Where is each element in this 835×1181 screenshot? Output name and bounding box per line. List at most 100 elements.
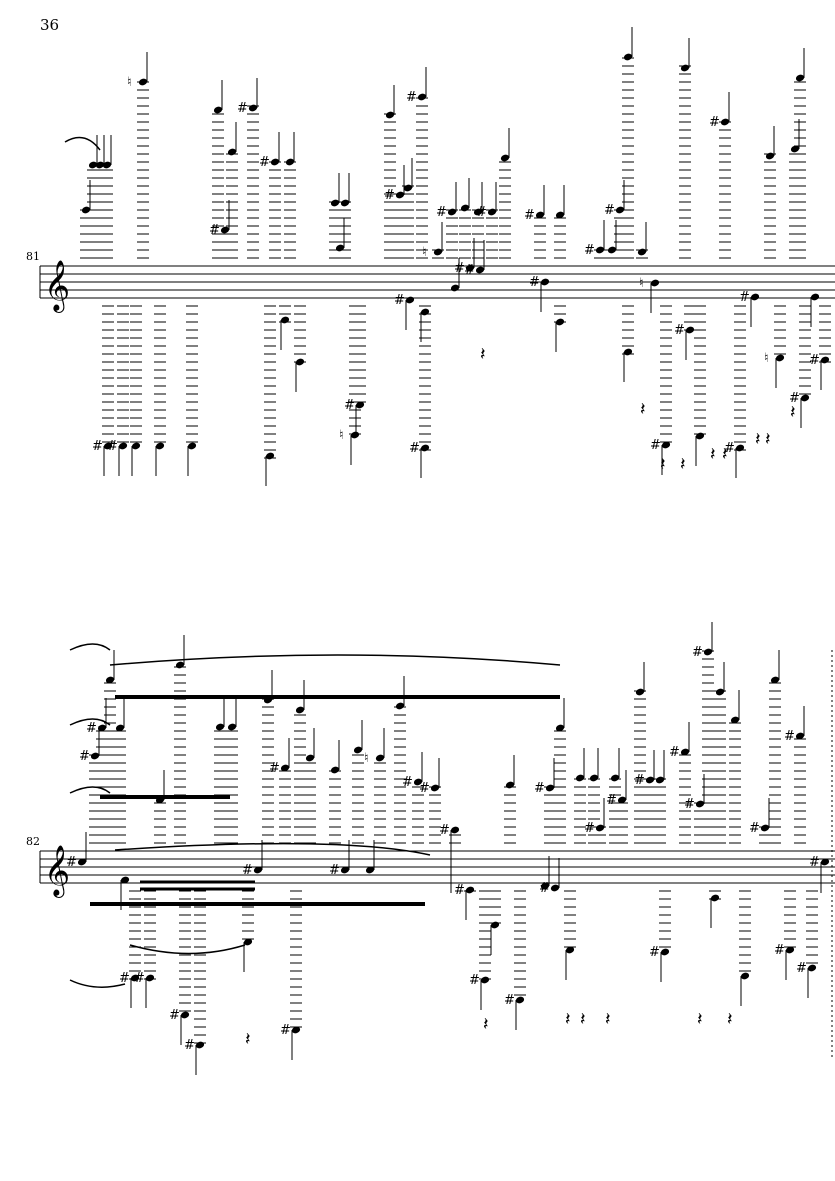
- notehead: [535, 211, 545, 219]
- notehead: [465, 886, 475, 894]
- notehead: [417, 93, 427, 101]
- accidental: #: [454, 883, 465, 898]
- accidental: #: [809, 855, 820, 870]
- notehead: [500, 154, 510, 162]
- notehead: [650, 279, 660, 287]
- notehead: [545, 784, 555, 792]
- accidental: #: [796, 961, 807, 976]
- notehead: [595, 824, 605, 832]
- slur: [69, 979, 126, 988]
- notehead: [97, 724, 107, 732]
- accidental: #: [524, 208, 535, 223]
- notehead: [405, 296, 415, 304]
- accidental: #: [209, 223, 220, 238]
- accidental: #: [454, 261, 465, 276]
- notehead: [703, 648, 713, 656]
- rest: 𝄽: [765, 429, 771, 450]
- notehead: [291, 1026, 301, 1034]
- notehead: [490, 921, 500, 929]
- notehead: [715, 688, 725, 696]
- accidental: #: [692, 645, 703, 660]
- notehead: [353, 746, 363, 754]
- accidental: #: [739, 290, 750, 305]
- notehead: [820, 356, 830, 364]
- notehead: [430, 784, 440, 792]
- notehead: [227, 148, 237, 156]
- notehead: [635, 688, 645, 696]
- accidental: #: [409, 441, 420, 456]
- accidental: #: [269, 761, 280, 776]
- notehead: [820, 858, 830, 866]
- notehead: [661, 441, 671, 449]
- rest: 𝄽: [580, 1009, 586, 1030]
- staff-system-82: [39, 850, 835, 884]
- notehead: [248, 104, 258, 112]
- accidental: #: [344, 398, 355, 413]
- notehead: [810, 293, 820, 301]
- notehead: [555, 724, 565, 732]
- notehead: [450, 826, 460, 834]
- notehead: [295, 358, 305, 366]
- notehead: [790, 145, 800, 153]
- notehead: [280, 316, 290, 324]
- notehead: [750, 293, 760, 301]
- slur: [129, 944, 246, 955]
- accidental: #: [402, 775, 413, 790]
- notehead: [131, 442, 141, 450]
- notehead: [77, 858, 87, 866]
- notehead: [375, 754, 385, 762]
- notehead: [115, 724, 125, 732]
- notehead: [473, 208, 483, 216]
- notehead: [505, 781, 515, 789]
- rest: 𝄽: [565, 1009, 571, 1030]
- accidental: #: [809, 353, 820, 368]
- notehead: [555, 318, 565, 326]
- notehead: [215, 723, 225, 731]
- notehead: [730, 716, 740, 724]
- notehead: [90, 752, 100, 760]
- accidental: #: [242, 863, 253, 878]
- notehead: [187, 442, 197, 450]
- notehead: [102, 161, 112, 169]
- notehead: [623, 348, 633, 356]
- measure-number-81: 81: [26, 250, 40, 263]
- rest: 𝄽: [697, 1009, 703, 1030]
- notehead: [213, 106, 223, 114]
- rest: 𝄽: [660, 454, 666, 475]
- notehead: [617, 796, 627, 804]
- accidental: #: [92, 439, 103, 454]
- accidental: #: [709, 115, 720, 130]
- notehead: [145, 974, 155, 982]
- accidental: #: [606, 793, 617, 808]
- notehead: [655, 776, 665, 784]
- notehead: [637, 248, 647, 256]
- notehead: [623, 53, 633, 61]
- notehead: [340, 866, 350, 874]
- notehead: [180, 1011, 190, 1019]
- measure-number-82: 82: [26, 835, 40, 848]
- notes-system-82: ###########♮####################𝄽𝄽𝄽𝄽𝄽𝄽𝄽: [66, 622, 830, 1075]
- notehead: [595, 246, 605, 254]
- notehead: [130, 974, 140, 982]
- accidental: #: [469, 973, 480, 988]
- accidental: #: [259, 155, 270, 170]
- accidental: #: [784, 729, 795, 744]
- notehead: [175, 661, 185, 669]
- slur: [69, 718, 111, 726]
- notehead: [680, 748, 690, 756]
- notehead: [350, 431, 360, 439]
- accidental: #: [169, 1008, 180, 1023]
- accidental: #: [649, 945, 660, 960]
- notehead: [295, 706, 305, 714]
- accidental: #: [107, 439, 118, 454]
- accidental: #: [436, 205, 447, 220]
- notes-system-81: ##♮###♮####♮#########♮#####♮##𝄽𝄽𝄽𝄽𝄽𝄽𝄽𝄽𝄽: [80, 27, 831, 486]
- notehead: [395, 702, 405, 710]
- rest: 𝄽: [605, 1009, 611, 1030]
- slur: [64, 136, 101, 151]
- accidental: ♮: [639, 276, 644, 291]
- rest: 𝄽: [790, 402, 796, 423]
- slur: [109, 654, 561, 666]
- notehead: [403, 184, 413, 192]
- accidental: #: [476, 205, 487, 220]
